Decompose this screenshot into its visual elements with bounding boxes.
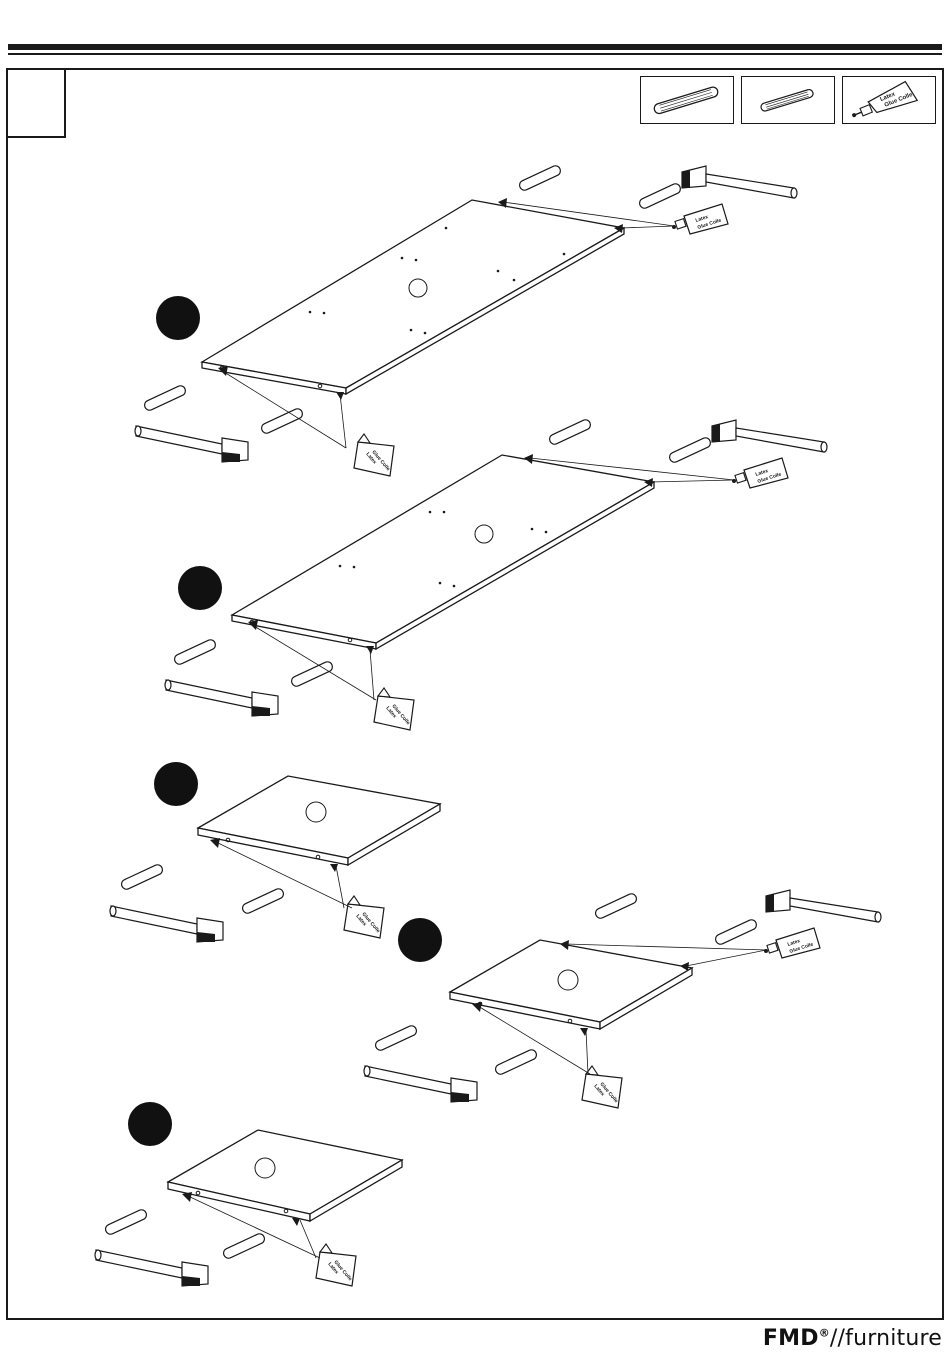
panel-1-assembly — [135, 164, 797, 476]
panel-5-marker — [128, 1102, 172, 1146]
panel-3-marker — [154, 762, 198, 806]
brand-name: FMD — [763, 1326, 819, 1351]
panel-4-assembly — [364, 890, 881, 1108]
brand-suffix: //furniture — [830, 1326, 942, 1351]
panel-5-assembly — [95, 1102, 402, 1286]
panel-3-assembly — [110, 762, 440, 942]
panel-2-assembly — [165, 418, 827, 730]
brand-logo: FMD®//furniture — [763, 1326, 942, 1351]
panel-2-marker — [178, 566, 222, 610]
panel-2-board — [232, 455, 654, 643]
panel-5-board — [168, 1130, 402, 1214]
panel-4-marker — [398, 918, 442, 962]
registered-mark: ® — [819, 1327, 830, 1340]
panel-1-marker — [156, 296, 200, 340]
